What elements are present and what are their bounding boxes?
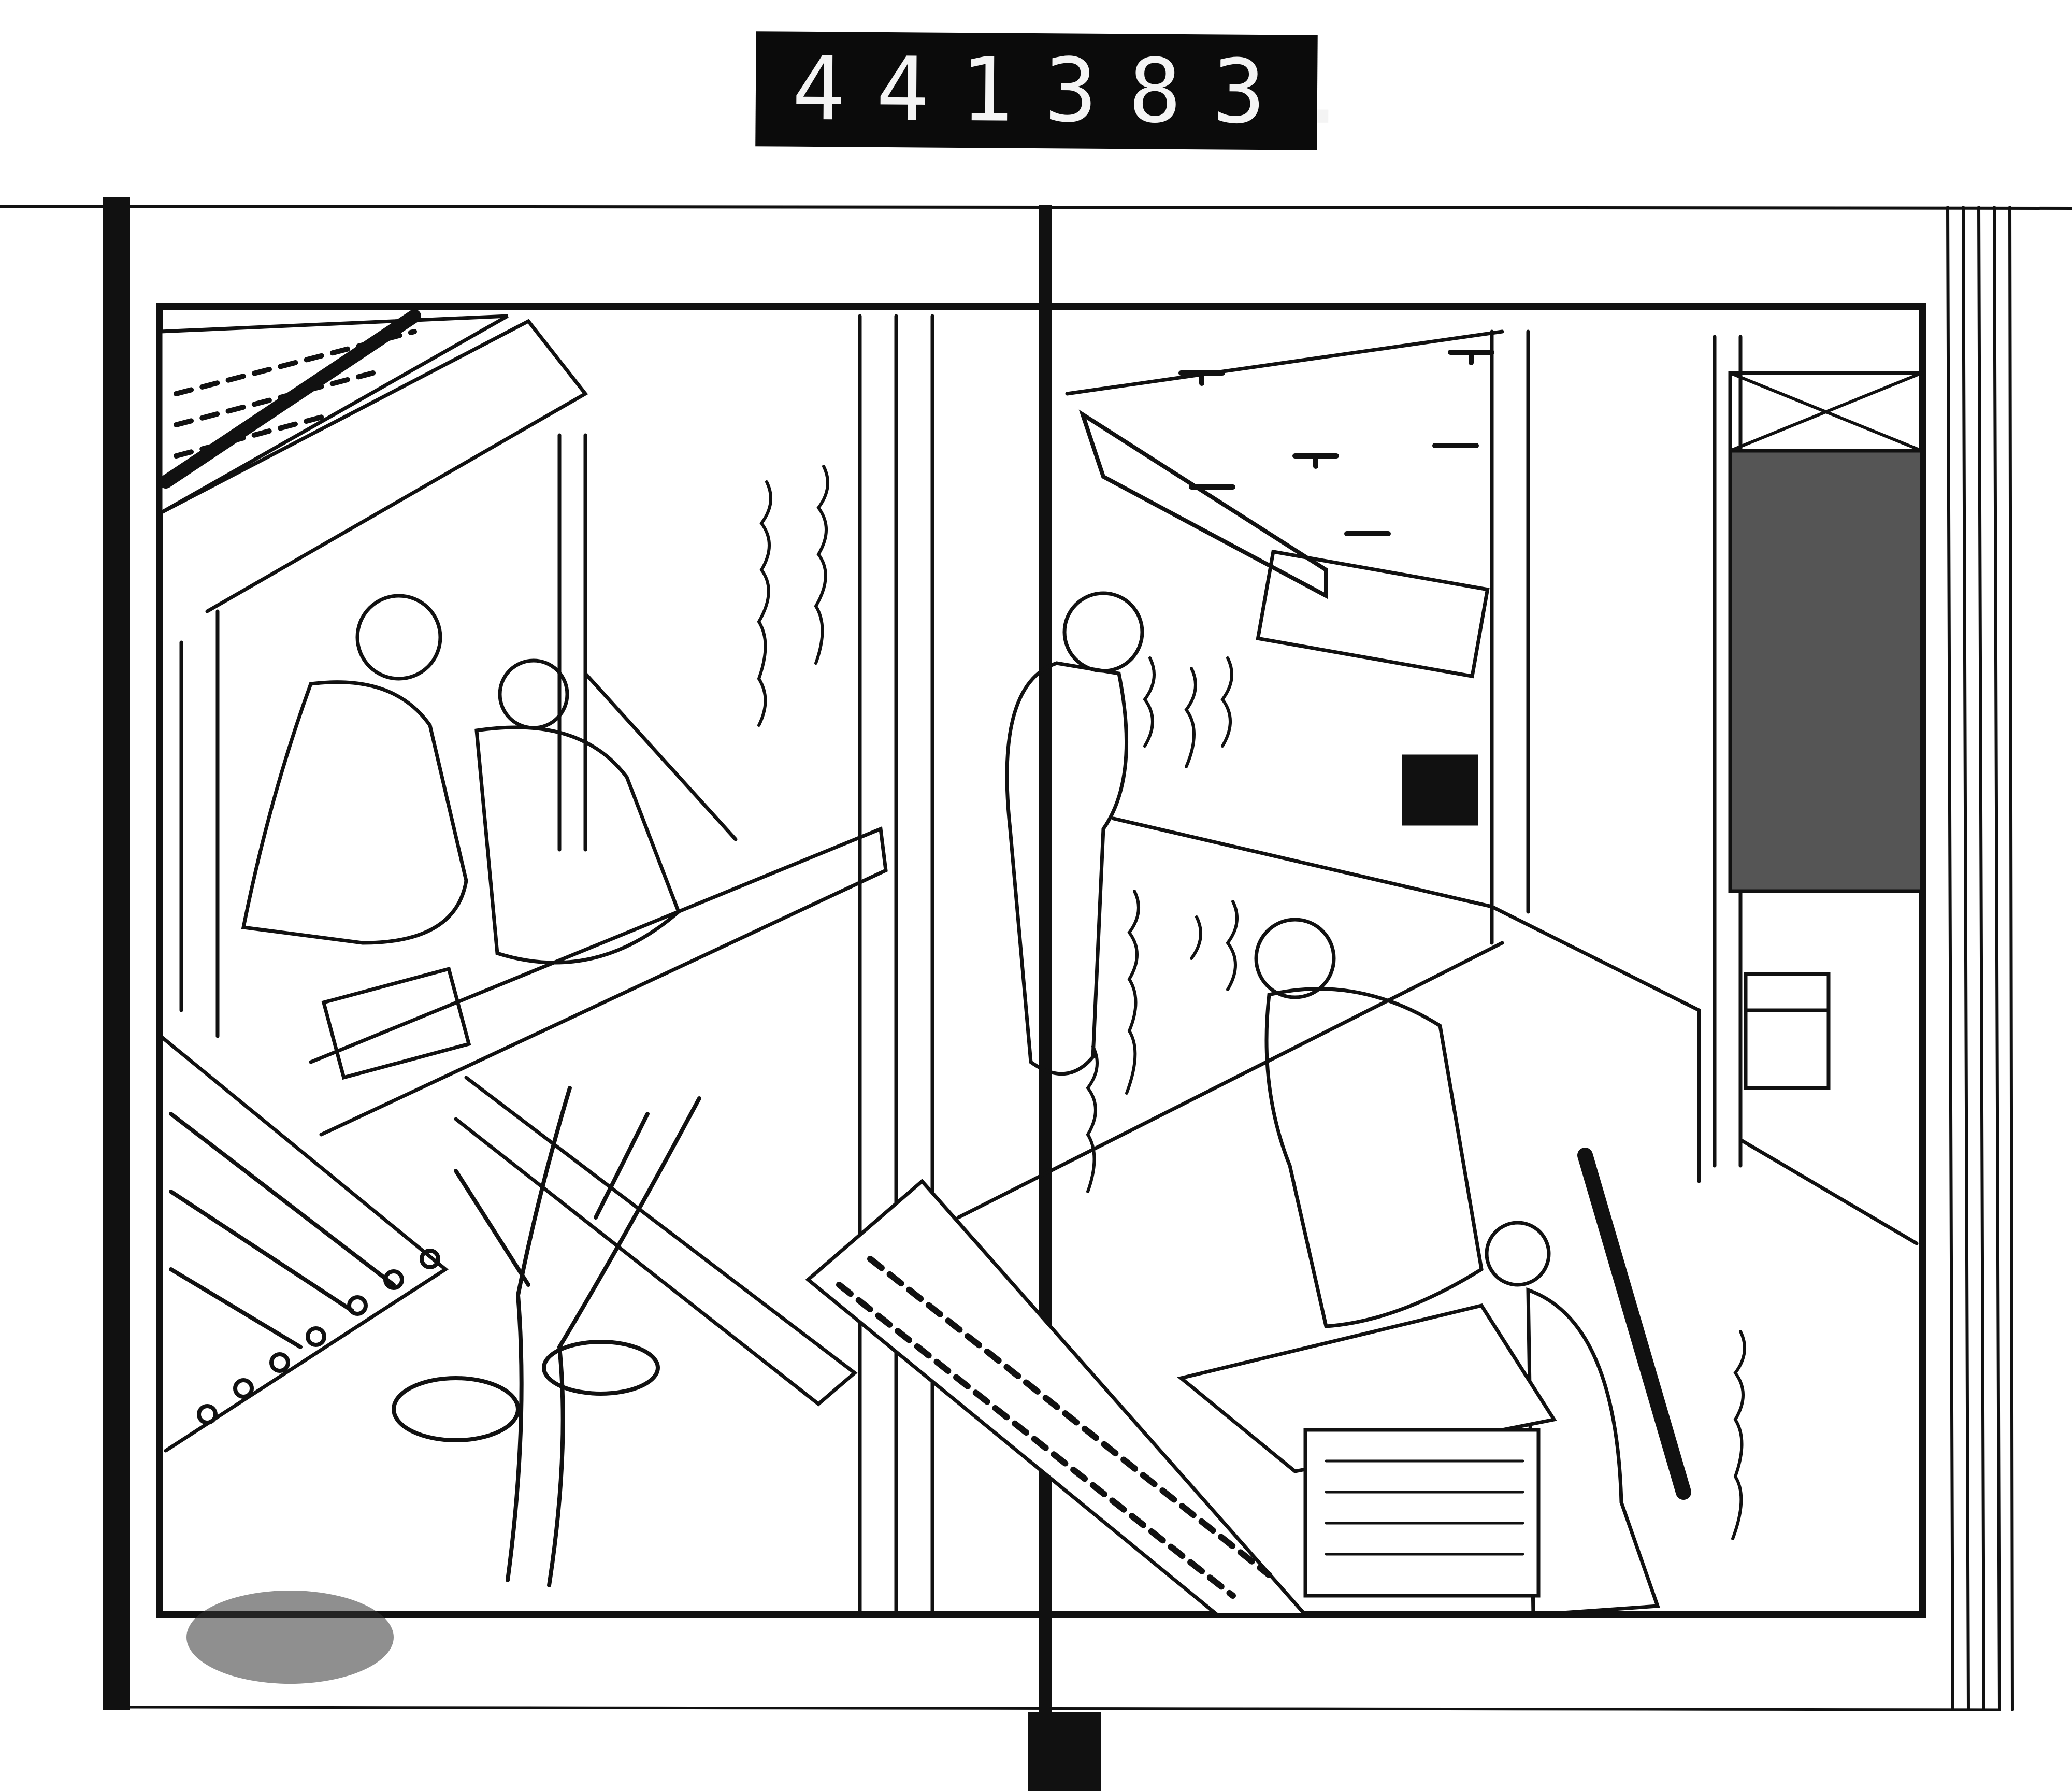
catalog-number-right: 383. [1044, 39, 1382, 145]
palanquin-box [1177, 1303, 1557, 1598]
catalog-number-label: 441 383. [755, 31, 1381, 150]
illustration-frame [156, 303, 1926, 1618]
garden-tree [392, 1086, 701, 1587]
noren-curtain [1728, 371, 1924, 893]
ink-smudge [186, 1591, 394, 1684]
writing-desk [1256, 549, 1490, 679]
seated-woman-figure [474, 658, 681, 965]
young-monk-figure [1254, 918, 1484, 1328]
center-spine [1039, 205, 1052, 1712]
bottom-book-edge [128, 1706, 2001, 1711]
standing-monk-figure [1005, 591, 1144, 1076]
black-box [1402, 754, 1478, 826]
center-roof [454, 1076, 1310, 1617]
spine-block [1028, 1712, 1101, 1791]
seated-monk-figure [241, 594, 468, 945]
top-rule [0, 205, 2072, 210]
lower-left-roof [159, 1034, 449, 1453]
left-book-edge [103, 197, 130, 1710]
porter-figure [1485, 1148, 1691, 1617]
calligraphy-inscriptions [757, 465, 1746, 1540]
tobacco-tray [321, 966, 471, 1080]
right-book-edge [1946, 206, 2014, 1711]
wooden-bucket [1744, 972, 1831, 1090]
left-roof [159, 309, 588, 613]
left-room [179, 314, 934, 1617]
catalog-number-left: 441 [792, 37, 1045, 142]
